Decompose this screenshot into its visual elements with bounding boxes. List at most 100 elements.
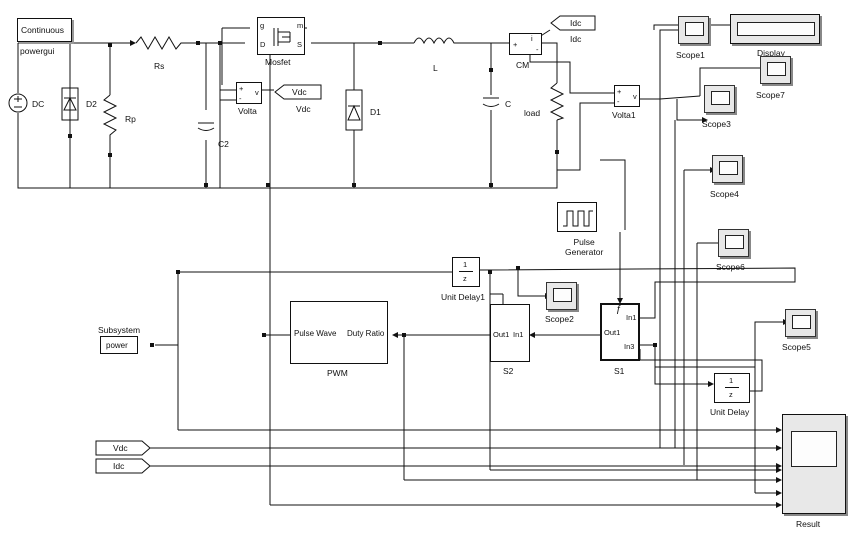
diode-d2-symbol	[61, 87, 79, 121]
diode-d2-label: D2	[86, 99, 97, 109]
powergui-label: powergui	[20, 46, 55, 56]
mosfet-transistor-icon	[273, 28, 291, 46]
dc-source-label: DC	[32, 99, 45, 109]
scope3-label: Scope3	[702, 119, 731, 129]
resistor-rs-label: Rs	[154, 61, 165, 71]
scope2-screen-icon	[553, 288, 572, 302]
mosfet-port-g: g	[260, 21, 265, 30]
resistor-rp-label: Rp	[125, 114, 136, 124]
unit-delay-denominator: z	[729, 390, 733, 399]
capacitor-c2-label: C2	[218, 139, 229, 149]
from-idc-tag[interactable]	[95, 458, 151, 474]
scope5-label: Scope5	[782, 342, 811, 352]
resistor-rs-symbol	[135, 36, 184, 50]
cm-out-port: i	[531, 34, 533, 43]
scope7-label: Scope7	[756, 90, 785, 100]
voltmeter-volta-block[interactable]: + - v	[236, 82, 262, 104]
subsystem-power-value: power	[106, 341, 128, 350]
scope1-block[interactable]	[678, 16, 709, 44]
volta1-minus-port: -	[617, 97, 620, 106]
volta-plus-port: +	[239, 84, 244, 93]
mosfet-port-m: m	[297, 21, 304, 30]
mosfet-port-d: D	[260, 40, 266, 49]
unit-delay-numerator: 1	[729, 376, 734, 385]
volta1-out-port: v	[633, 92, 637, 101]
scope2-block[interactable]	[546, 282, 577, 310]
pwm-duty-ratio-port: Duty Ratio	[347, 329, 385, 338]
result-screen-icon	[791, 431, 837, 467]
scope2-label: Scope2	[545, 314, 574, 324]
result-scope-block[interactable]	[782, 414, 846, 514]
scope7-screen-icon	[767, 62, 786, 76]
scope5-block[interactable]	[785, 309, 816, 337]
current-meter-cm-block[interactable]: + - i	[509, 33, 542, 55]
unit-delay-fraction-bar	[725, 387, 739, 388]
capacitor-c-label: C	[505, 99, 512, 109]
scope7-block[interactable]	[760, 56, 791, 84]
unit-delay1-numerator: 1	[463, 260, 468, 269]
display-block[interactable]	[730, 14, 820, 44]
pwm-block[interactable]: Pulse Wave Duty Ratio	[290, 301, 388, 364]
pwm-label: PWM	[327, 368, 348, 378]
scope5-screen-icon	[792, 315, 811, 329]
unit-delay-block[interactable]: 1 z	[714, 373, 750, 403]
volta-minus-port: -	[239, 94, 242, 103]
volta-out-port: v	[255, 88, 259, 97]
from-idc-label: Idc	[113, 461, 125, 471]
powergui-block[interactable]: Continuous	[17, 18, 72, 42]
scope3-block[interactable]	[704, 85, 735, 113]
goto-idc-caption: Idc	[570, 34, 582, 44]
load-resistor-symbol	[549, 82, 565, 121]
powergui-mode: Continuous	[21, 25, 65, 35]
terminal-dots	[68, 41, 657, 347]
goto-idc-tag[interactable]	[550, 15, 596, 31]
from-vdc-tag[interactable]	[95, 440, 151, 456]
subsystem-power-block[interactable]: power	[100, 336, 138, 354]
diode-d1-label: D1	[370, 107, 381, 117]
result-label: Result	[796, 519, 821, 529]
voltmeter-volta1-label: Volta1	[612, 110, 636, 120]
mosfet-label: Mosfet	[265, 57, 291, 67]
goto-idc-label: Idc	[570, 18, 582, 28]
s1-trigger-icon: ƒ	[616, 304, 622, 315]
triggered-subsystem-s1-block[interactable]: ƒ In1 Out1 In3	[600, 303, 640, 361]
scope4-block[interactable]	[712, 155, 743, 183]
scope1-label: Scope1	[676, 50, 705, 60]
pulse-generator-label: Pulse Generator	[565, 237, 604, 257]
pulse-generator-block[interactable]	[557, 202, 597, 232]
scope6-label: Scope6	[716, 262, 745, 272]
subsystem-caption: Subsystem	[98, 325, 141, 335]
goto-vdc-tag[interactable]	[274, 84, 322, 100]
power-circuit-wires	[17, 27, 614, 505]
current-meter-cm-label: CM	[516, 60, 530, 70]
voltmeter-volta-label: Volta	[238, 106, 257, 116]
display-label: Display	[757, 48, 785, 58]
pulse-wave-icon	[563, 210, 593, 227]
mosfet-port-s: S	[297, 40, 303, 49]
scope6-screen-icon	[725, 235, 744, 249]
voltmeter-volta1-block[interactable]: + - v	[614, 85, 640, 107]
goto-vdc-caption: Vdc	[296, 104, 311, 114]
cm-plus-port: +	[513, 40, 518, 49]
load-label: load	[524, 108, 541, 118]
s1-out1-port: Out1	[604, 328, 621, 337]
unit-delay1-block[interactable]: 1 z	[452, 257, 480, 287]
scope4-screen-icon	[719, 161, 738, 175]
component-symbols	[8, 36, 565, 140]
triggered-subsystem-s1-label: S1	[614, 366, 625, 376]
scope4-label: Scope4	[710, 189, 739, 199]
from-vdc-label: Vdc	[113, 443, 128, 453]
mosfet-block[interactable]: g m D S	[257, 17, 305, 55]
diode-d1-symbol	[345, 89, 363, 131]
scope1-screen-icon	[685, 22, 704, 36]
unit-delay1-fraction-bar	[459, 271, 473, 272]
cm-minus-port: -	[536, 45, 539, 54]
s1-in1-port: In1	[626, 313, 637, 322]
scope6-block[interactable]	[718, 229, 749, 257]
subsystem-s2-block[interactable]: Out1 In1	[490, 304, 530, 362]
goto-vdc-label: Vdc	[292, 87, 307, 97]
resistor-rp-symbol	[102, 94, 118, 140]
dc-source-symbol	[8, 93, 28, 113]
s1-in3-port: In3	[624, 342, 635, 351]
